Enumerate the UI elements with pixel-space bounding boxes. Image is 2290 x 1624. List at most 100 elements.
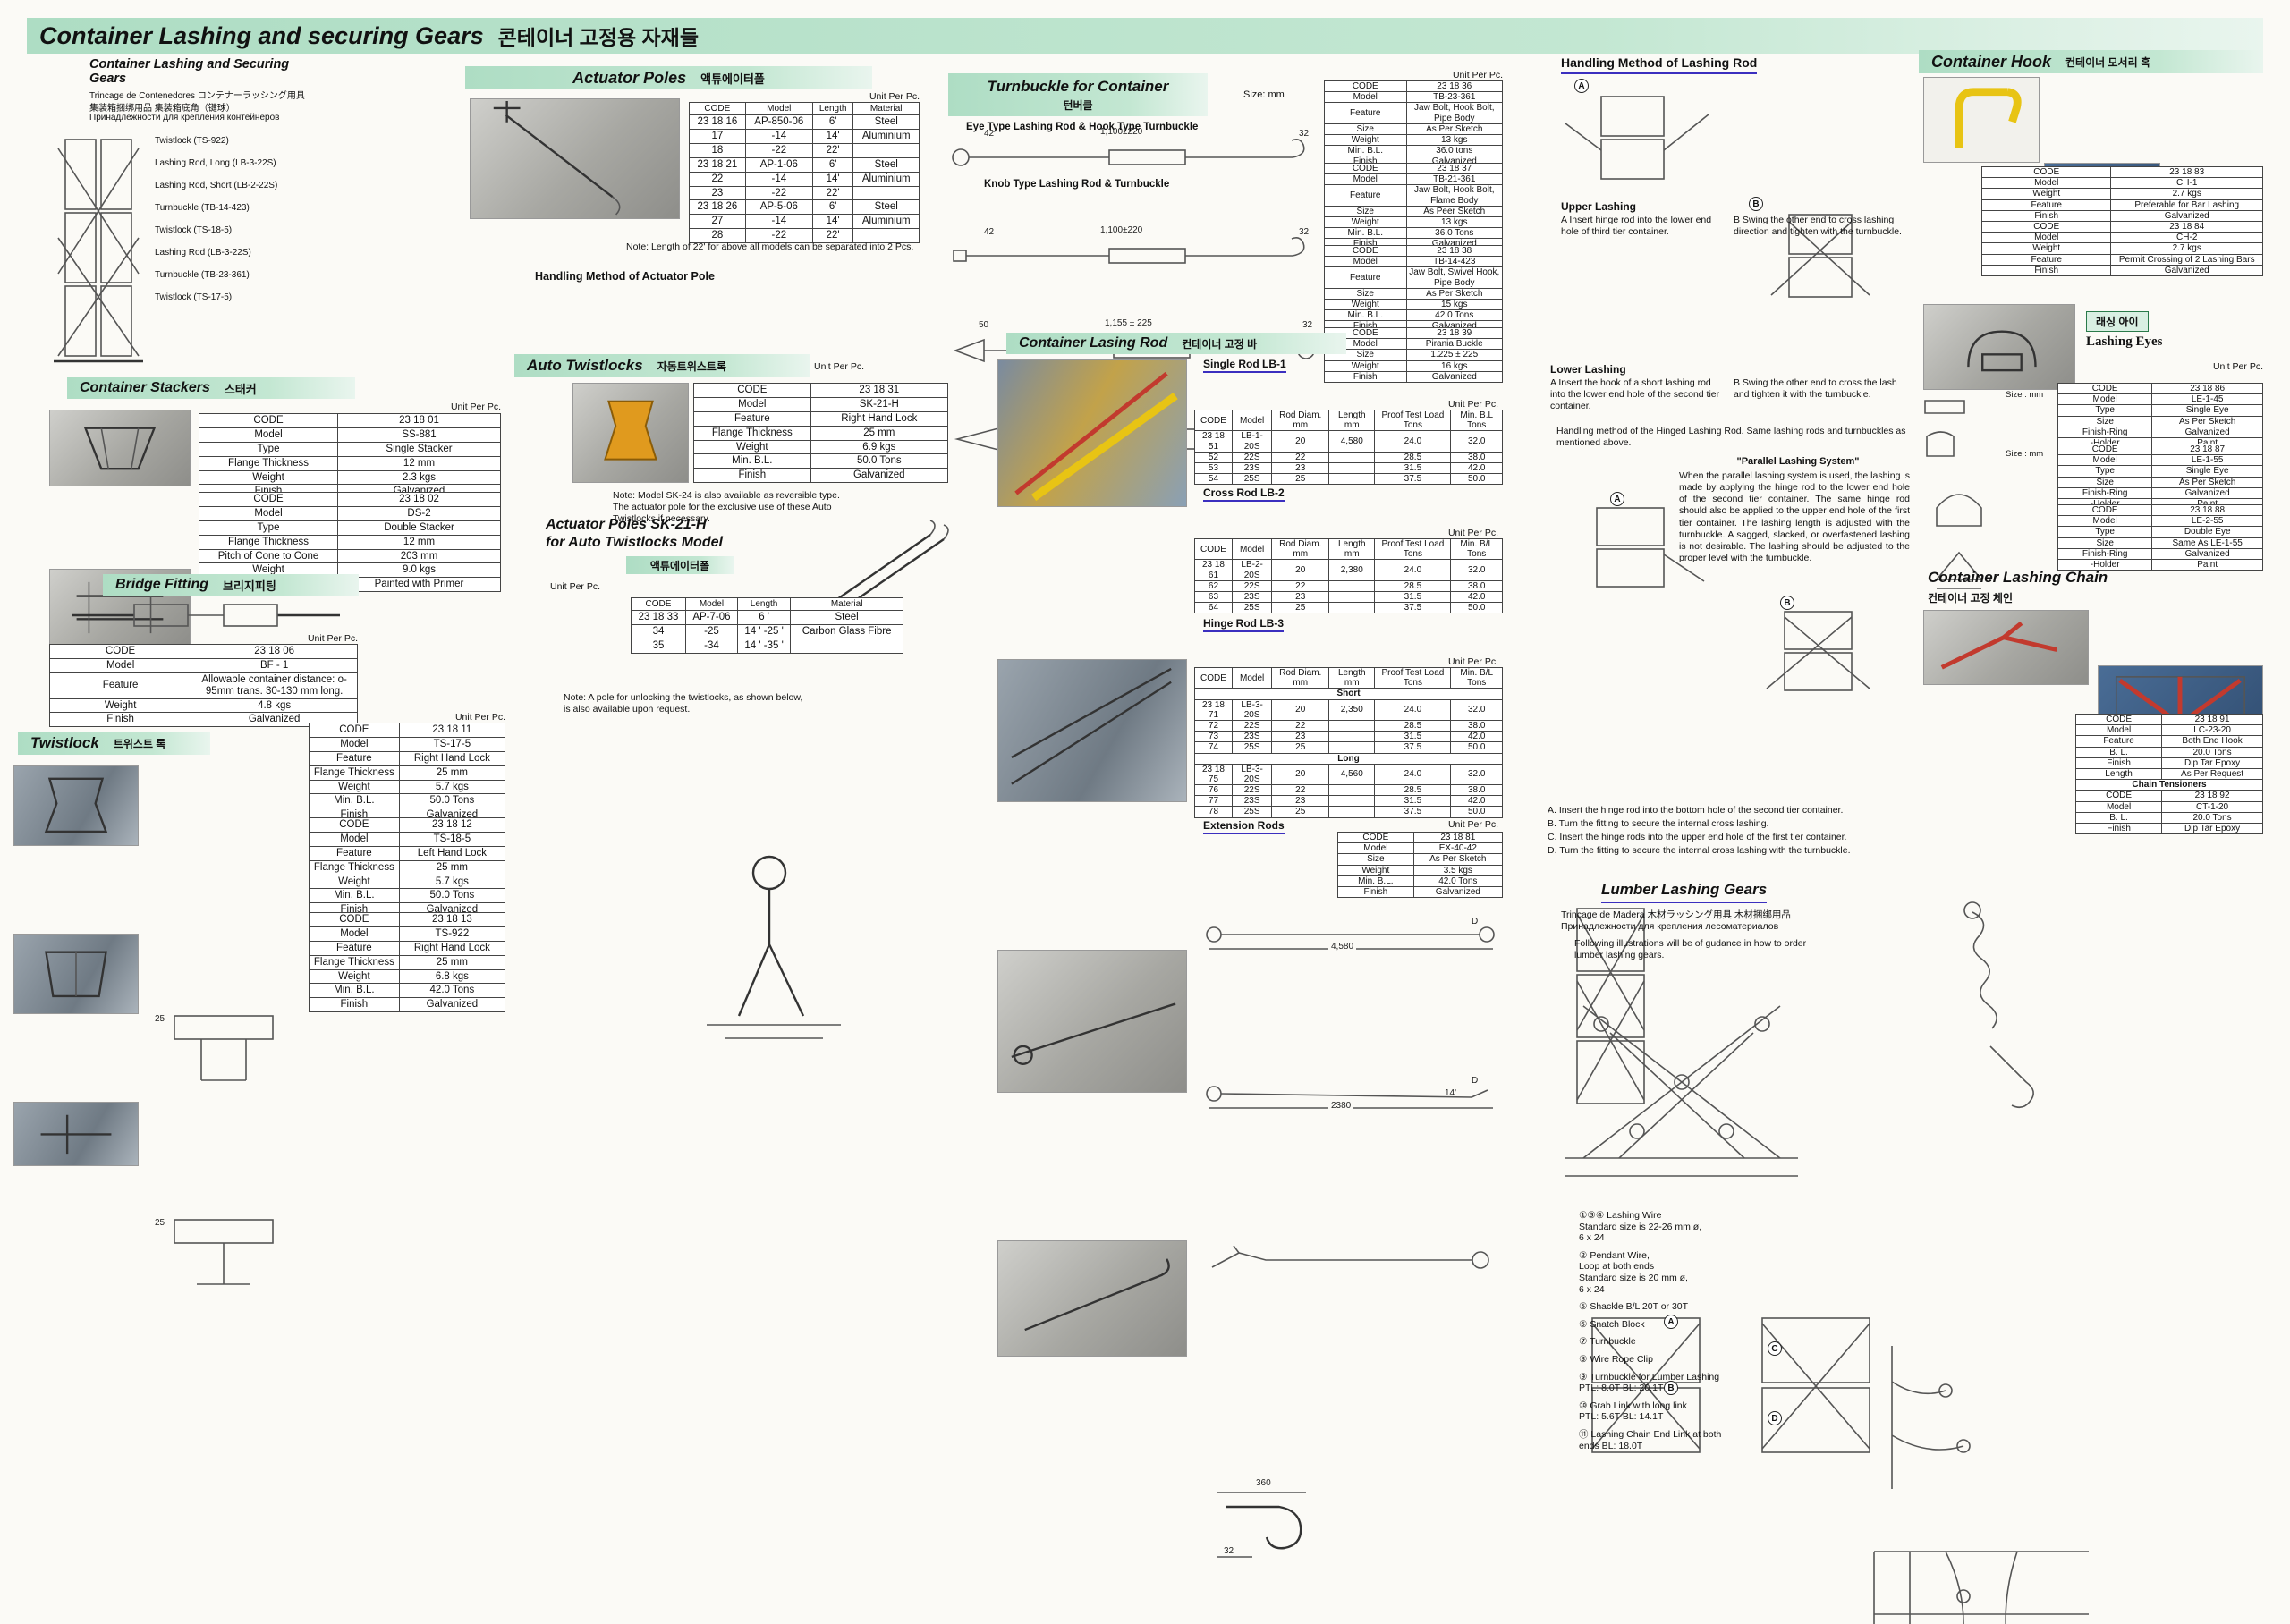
table-cell: 25S <box>1231 741 1273 754</box>
table-cell: Finish <box>1980 264 2112 276</box>
table-cell: Flange Thickness <box>198 534 339 550</box>
table-cell: Single Eye <box>2151 465 2263 478</box>
list-item: A. Insert the hinge rod into the bottom … <box>1548 805 1844 816</box>
table-cell: Type <box>2057 404 2153 417</box>
table-cell: 23S <box>1231 795 1273 808</box>
list-item: ⑩ Grab Link with long link PTL: 5.6T BL:… <box>1579 1400 1687 1423</box>
handling-method-section: Handling Method of Lashing Rod A B Upper… <box>1543 55 1914 1453</box>
table-cell: CODE <box>2074 790 2163 802</box>
table-cell: 6' <box>811 114 854 131</box>
chain-title: Container Lashing Chain <box>1928 569 2108 586</box>
column-header: Length <box>736 596 792 612</box>
sk-poles-heading-korean: 액튜에이터폴 <box>649 559 710 572</box>
table-cell: Model <box>1337 842 1414 855</box>
table-cell: 63 <box>1194 590 1233 604</box>
table-cell: 28.5 <box>1374 784 1452 797</box>
single-rod-sketch: 4,580 D <box>1203 917 1498 954</box>
lashing-eyes-title-korean: 래싱 아이 <box>2086 311 2149 332</box>
table-cell: 23 18 75 <box>1194 763 1233 786</box>
table-cell: 20 <box>1271 559 1330 581</box>
table-cell: Flange Thickness <box>309 954 400 970</box>
column-header: Proof Test Load Tons <box>1374 409 1452 432</box>
table-cell: Type <box>198 441 339 457</box>
table-cell: Weight <box>309 968 400 985</box>
eye-type-label: Eye Type Lashing Rod & Hook Type Turnbuc… <box>966 122 1199 132</box>
turnbuckle-section: Turnbuckle for Container 턴버클 Size: mm Un… <box>944 70 1507 453</box>
table-cell: 25S <box>1231 806 1273 818</box>
table-cell: 42.0 <box>1450 461 1503 475</box>
twistlock-dim-sketch-1: 25 <box>148 998 300 1096</box>
twistlock-photo-1 <box>13 765 139 846</box>
table-cell: 23 18 33 <box>631 610 686 626</box>
table-cell: 22 <box>1271 451 1330 463</box>
table-cell: 32.0 <box>1450 698 1503 721</box>
bridge-heading: Bridge Fitting <box>115 577 208 592</box>
stackers-heading-band: Container Stackers 스태커 <box>67 377 355 399</box>
table-cell: Feature <box>309 750 400 766</box>
column-header: Length mm <box>1328 409 1376 432</box>
table-cell: 23 18 01 <box>337 413 501 428</box>
column-header: Min. B/L Tons <box>1450 537 1503 561</box>
column-header: CODE <box>631 596 686 612</box>
upper-lashing-label: Upper Lashing <box>1561 200 1637 213</box>
table-subheader: Short <box>1194 688 1503 700</box>
table-cell: 1.225 ± 225 <box>1405 349 1504 361</box>
table-cell: As Per Sketch <box>2151 476 2263 488</box>
list-item: ⑦ Turnbuckle <box>1579 1336 1636 1348</box>
table-cell: CODE <box>2057 443 2153 456</box>
table-cell: CH-2 <box>2110 232 2263 244</box>
table-cell: Model <box>1980 232 2112 244</box>
table-cell: Min. B.L. <box>309 793 400 809</box>
upper-lashing-text-a: A Insert hinge rod into the lower end ho… <box>1561 215 1712 238</box>
parallel-steps-sketch: A B C D <box>1556 1306 1905 1470</box>
hinge-rod-sketch <box>1203 1242 1498 1276</box>
lumber-subtitle-1: Trincage de Madera 木材ラッシング用具 木材捆绑用品 <box>1561 909 1791 920</box>
table-cell: Flange Thickness <box>693 425 811 441</box>
table-cell: Model <box>2057 515 2153 528</box>
table-cell: 22 <box>689 171 746 187</box>
lashing-eye-photo <box>1923 304 2075 390</box>
table-cell: 22 <box>1271 784 1330 797</box>
table-cell: B. L. <box>2074 811 2163 824</box>
table-cell: 20.0 Tons <box>2161 746 2263 758</box>
table-cell: Right Hand Lock <box>398 940 506 956</box>
table-cell: 76 <box>1194 784 1233 797</box>
table-cell: Size <box>2057 476 2153 488</box>
table-cell: LB-3-20S <box>1231 763 1273 786</box>
stackers-unit-label: Unit Per Pc. <box>450 402 501 412</box>
table-cell: 25 <box>1271 741 1330 754</box>
table-cell: Model <box>2074 724 2163 737</box>
twistlock-unit-label: Unit Per Pc. <box>454 712 505 723</box>
table-cell: 23 18 87 <box>2151 443 2263 456</box>
table-cell: 23 18 71 <box>1194 698 1233 721</box>
table-cell: 23 <box>1271 461 1330 475</box>
table-cell: CODE <box>309 723 400 738</box>
table-cell: Permit Crossing of 2 Lashing Bars <box>2110 253 2263 266</box>
table-cell: 6' <box>811 156 854 173</box>
table-cell: CODE <box>2057 503 2153 517</box>
intro-section: Container Lashing and Securing Gears Tri… <box>49 57 380 376</box>
table-cell: Model <box>2057 454 2153 467</box>
extension-rod-dim-32: 32 <box>1224 1546 1234 1556</box>
column-header: CODE <box>689 101 746 116</box>
table-cell: 32.0 <box>1450 430 1503 453</box>
table-cell: 13 kgs <box>1405 216 1504 229</box>
column-header: Min. B/L Tons <box>1450 666 1503 689</box>
sk-poles-heading-2: for Auto Twistlocks Model <box>546 535 723 550</box>
cross-rod-label: Cross Rod LB-2 <box>1203 486 1285 502</box>
table-cell <box>1328 719 1376 732</box>
table-cell: As Per Sketch <box>1405 287 1504 300</box>
table-cell: Model <box>1324 91 1407 104</box>
table-cell <box>790 638 903 654</box>
table-cell: 64 <box>1194 602 1233 614</box>
actuator-heading-korean: 액튜에이터폴 <box>700 72 765 86</box>
